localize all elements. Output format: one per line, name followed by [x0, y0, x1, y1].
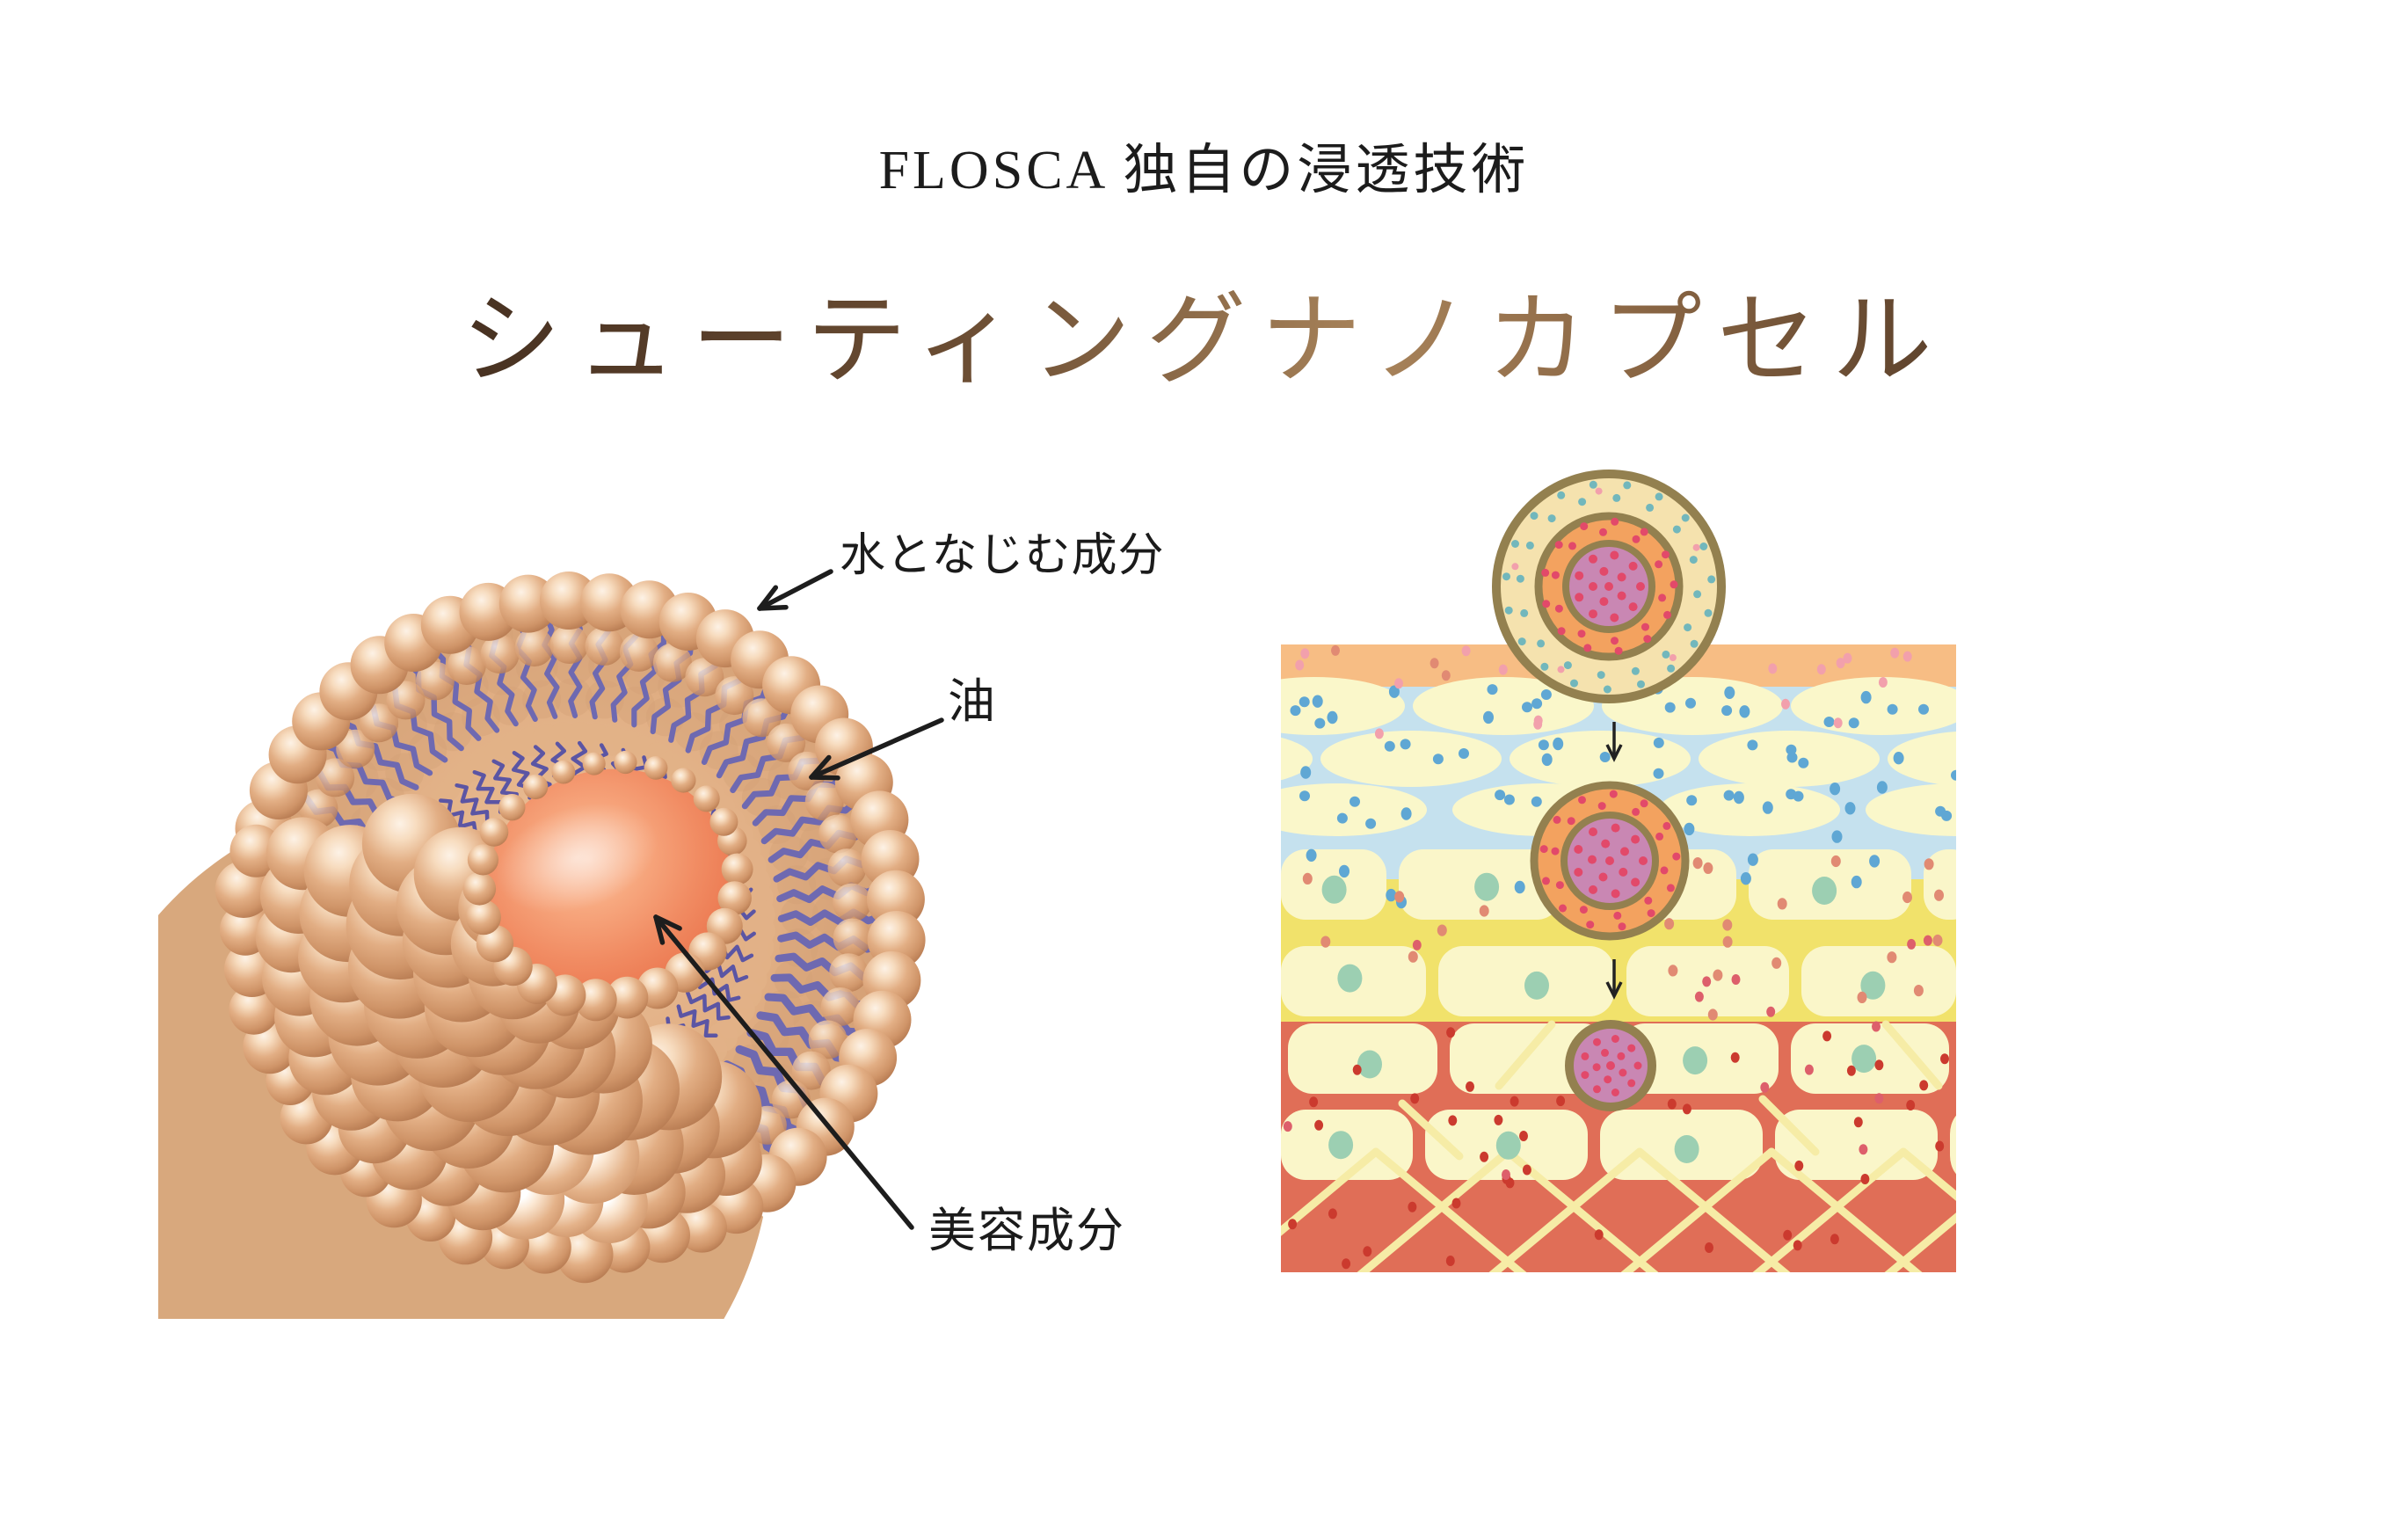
skin-cross-section-diagram	[1281, 470, 1956, 1272]
nanocapsule-stage-1	[1492, 470, 1726, 703]
label-oil: 油	[948, 675, 995, 728]
nanocapsule-stage-3	[1565, 1020, 1656, 1111]
collagen-fibers	[1281, 1020, 1956, 1272]
label-beauty-ingredient: 美容成分	[928, 1205, 1125, 1257]
liposome-illustration	[158, 572, 926, 1319]
skin-layers	[1281, 644, 1956, 1272]
penetration-arrow-2	[1605, 959, 1623, 1000]
header-subtitle: FLOSCA 独自の浸透技術	[878, 141, 1530, 200]
penetration-arrow-1	[1605, 722, 1623, 762]
page-title: シューティングナノカプセル	[0, 258, 2408, 404]
label-hydrophilic-component: 水となじむ成分	[840, 531, 1165, 581]
nanocapsule-stage-2	[1530, 781, 1690, 941]
